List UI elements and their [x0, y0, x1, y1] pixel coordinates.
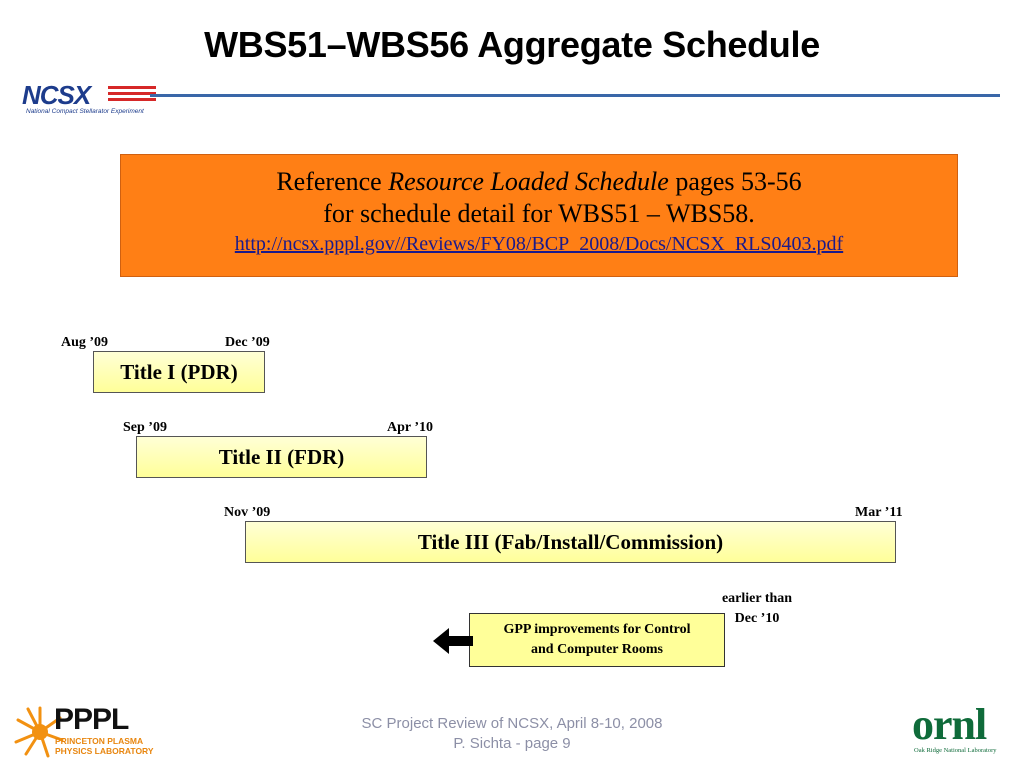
reference-box: Reference Resource Loaded Schedule pages… [120, 154, 958, 277]
pppl-logo-text: PPPL [54, 703, 129, 736]
reference-link[interactable]: http://ncsx.pppl.gov//Reviews/FY08/BCP_2… [234, 233, 844, 255]
footer-line1: SC Project Review of NCSX, April 8-10, 2… [361, 715, 663, 732]
ncsx-logo-text: NCSX [22, 80, 91, 110]
pppl-logo: PPPL PRINCETON PLASMA PHYSICS LABORATORY [14, 702, 154, 762]
title1-start-date: Aug ’09 [61, 335, 109, 350]
title2-start-date: Sep ’09 [123, 420, 167, 435]
ornl-logo-subtitle: Oak Ridge National Laboratory [914, 747, 997, 754]
schedule-bar-title1: Title I (PDR) [93, 351, 265, 393]
footer: SC Project Review of NCSX, April 8-10, 2… [300, 714, 724, 754]
gpp-label-line2: and Computer Rooms [531, 642, 663, 657]
gpp-end-date-line1: earlier than [721, 591, 793, 606]
reference-line-2: for schedule detail for WBS51 – WBS58. [323, 199, 755, 228]
page-title: WBS51–WBS56 Aggregate Schedule [204, 24, 820, 65]
reference-doc-title: Resource Loaded Schedule [388, 167, 669, 196]
gpp-end-date-line2: Dec ’10 [734, 611, 780, 626]
reference-suffix: pages 53-56 [668, 167, 802, 196]
ncsx-logo: NCSX National Compact Stellarator Experi… [22, 80, 157, 120]
ornl-logo-text: ornl [912, 700, 987, 749]
schedule-bar-gpp: GPP improvements for Control and Compute… [469, 613, 725, 667]
pppl-star-icon [14, 706, 64, 758]
ncsx-stripes-icon [108, 86, 156, 101]
pppl-logo-subtitle: PRINCETON PLASMA PHYSICS LABORATORY [55, 736, 154, 756]
schedule-bar-title3: Title III (Fab/Install/Commission) [245, 521, 896, 563]
ncsx-logo-subtitle: National Compact Stellarator Experiment [26, 108, 144, 115]
title1-end-date: Dec ’09 [225, 335, 270, 350]
left-arrow-icon [433, 628, 473, 654]
title3-end-date: Mar ’11 [855, 505, 903, 520]
schedule-bar-title2: Title II (FDR) [136, 436, 427, 478]
reference-line-1: Reference Resource Loaded Schedule pages… [121, 166, 957, 198]
reference-prefix: Reference [276, 167, 389, 196]
title3-start-date: Nov ’09 [224, 505, 271, 520]
title2-end-date: Apr ’10 [387, 420, 434, 435]
gpp-label-line1: GPP improvements for Control [503, 622, 691, 637]
title-rule [150, 94, 1000, 97]
gpp-end-date: earlier than Dec ’10 [712, 589, 802, 629]
footer-line2: P. Sichta - page 9 [453, 735, 571, 752]
ornl-logo: ornl Oak Ridge National Laboratory [908, 702, 1012, 758]
